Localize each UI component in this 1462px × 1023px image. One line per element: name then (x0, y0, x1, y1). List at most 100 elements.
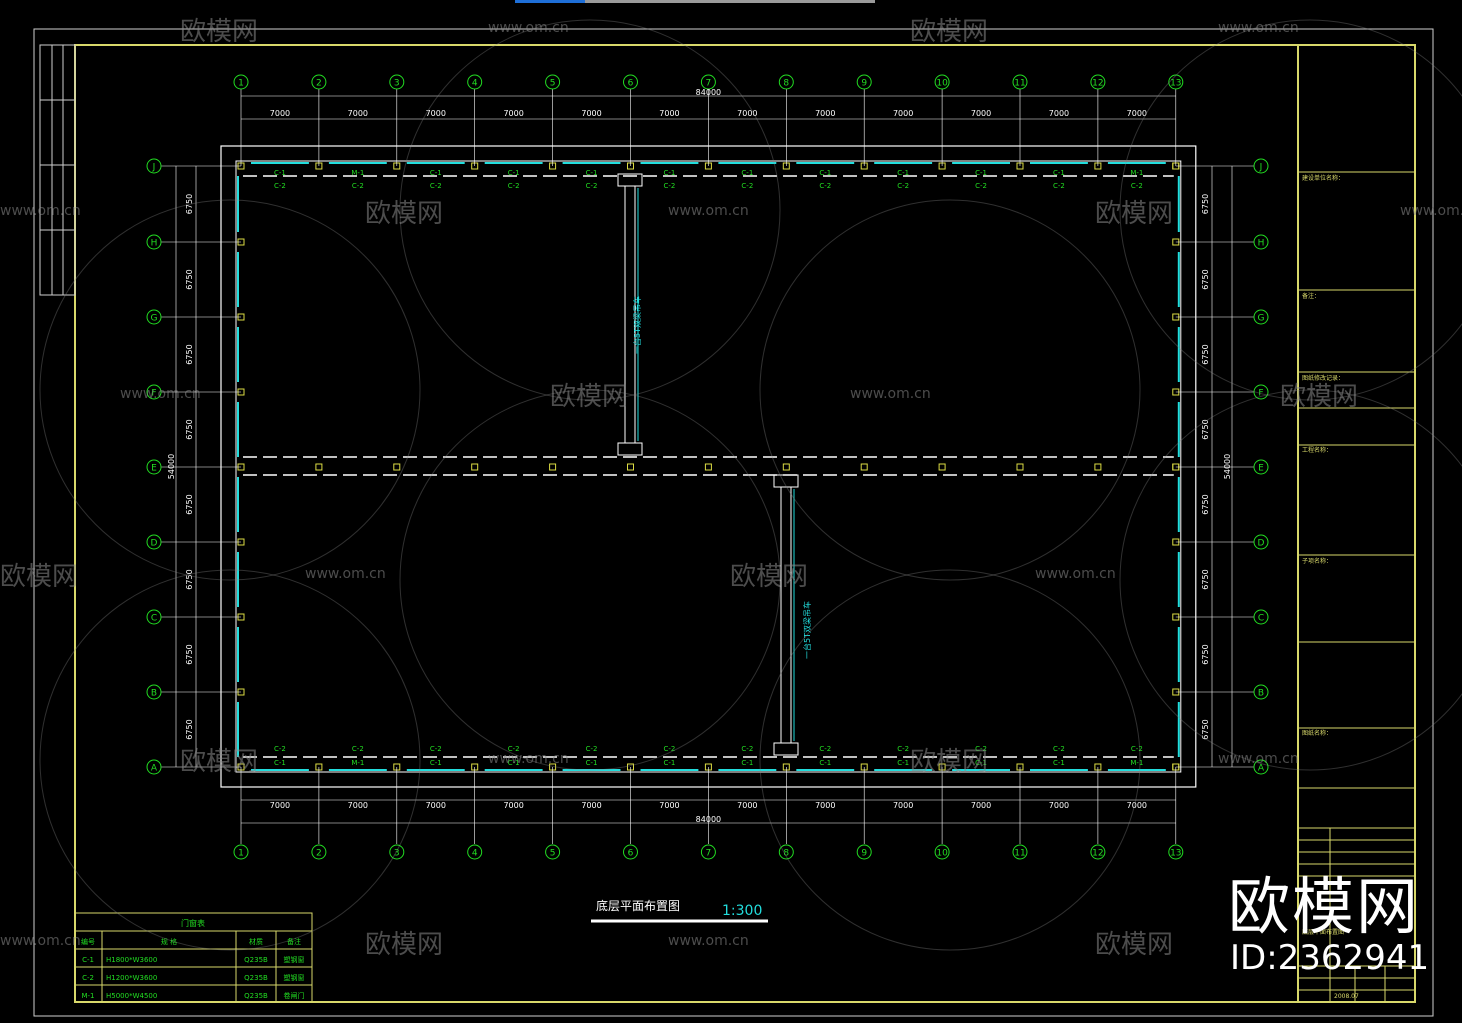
dim-bay: 7000 (270, 801, 290, 810)
axis-label: F (151, 389, 156, 399)
watermark-brand: 欧模网 (1095, 930, 1173, 960)
axis-bubble (1012, 844, 1028, 860)
axis-bubble (146, 234, 162, 250)
dim-row: 6750 (1201, 344, 1210, 364)
dim-bay: 7000 (737, 109, 757, 118)
axis-bubble (467, 844, 483, 860)
axis-label: 9 (861, 849, 867, 859)
window-tag: C-2 (819, 182, 831, 190)
column (1016, 463, 1024, 471)
column (549, 463, 557, 471)
axis-bubble (700, 844, 716, 860)
column (938, 463, 946, 471)
schedule-header: 规 格 (161, 937, 177, 946)
watermark-arc (759, 569, 1141, 951)
dim-row: 6750 (1201, 569, 1210, 589)
window-tag: C-2 (508, 745, 520, 753)
window-tag: C-2 (274, 182, 286, 190)
watermark-url: www.om.cn (668, 203, 749, 219)
dim-row: 6750 (185, 269, 194, 289)
dim-bay: 7000 (971, 801, 991, 810)
watermark-arc (39, 569, 421, 951)
window-tag: C-1 (508, 759, 520, 767)
axis-bubble (1253, 684, 1269, 700)
schedule-cell: C-2 (82, 974, 94, 982)
window-tag: C-1 (897, 759, 909, 767)
axis-bubble (1168, 74, 1184, 90)
axis-bubble (1090, 74, 1106, 90)
schedule-cell: H1200*W3600 (106, 974, 157, 982)
crane-label: 一台5T双梁吊车 (802, 601, 812, 659)
window-tag: C-1 (975, 169, 987, 177)
axis-bubble (1253, 234, 1269, 250)
window-tag: C-1 (1053, 759, 1065, 767)
watermark-brand-large: 欧模网 (1228, 870, 1421, 943)
schedule-title: 门窗表 (181, 918, 205, 928)
column (704, 463, 712, 471)
axis-label: 3 (394, 79, 400, 89)
axis-label: C (1258, 614, 1264, 624)
dim-bay: 7000 (737, 801, 757, 810)
dim-row: 6750 (185, 644, 194, 664)
window-tag: C-1 (1053, 169, 1065, 177)
dim-row: 6750 (185, 419, 194, 439)
axis-label: 6 (628, 849, 634, 859)
window-tag: C-2 (664, 182, 676, 190)
axis-bubble (778, 844, 794, 860)
dim-row: 6750 (1201, 494, 1210, 514)
window-tag: C-1 (664, 759, 676, 767)
window-tag: C-2 (430, 182, 442, 190)
crane-end (617, 442, 643, 456)
watermark-url: www.om.cn (1400, 203, 1462, 219)
window-tag: C-2 (741, 745, 753, 753)
axis-label: 8 (783, 849, 789, 859)
title-block-field: 图纸名称： (1302, 729, 1332, 737)
axis-label: 10 (936, 79, 948, 89)
inner-frame (74, 44, 1416, 1003)
dim-bay: 7000 (815, 109, 835, 118)
dim-row: 6750 (185, 494, 194, 514)
window-tag: C-2 (897, 182, 909, 190)
axis-label: 11 (1014, 79, 1025, 89)
column (627, 463, 634, 471)
axis-label: 10 (936, 849, 948, 859)
axis-bubble (623, 74, 638, 90)
schedule-table (74, 912, 313, 1003)
watermark-url: www.om.cn (0, 203, 81, 219)
watermark-arc (399, 389, 781, 771)
axis-bubble (233, 74, 249, 90)
dim-row: 6750 (185, 569, 194, 589)
axis-bubble (146, 534, 162, 550)
schedule-cell: 塑钢窗 (284, 973, 305, 982)
outer-frame (33, 28, 1434, 1017)
axis-label: H (151, 239, 158, 249)
column (1094, 463, 1102, 471)
axis-bubble (856, 74, 872, 90)
watermark-arc (1119, 19, 1462, 401)
window-tag: C-1 (819, 169, 831, 177)
column (315, 463, 323, 471)
axis-label: 1 (238, 849, 244, 859)
watermark-url: www.om.cn (305, 566, 386, 582)
dim-bay: 7000 (581, 801, 601, 810)
axis-label: A (1258, 764, 1265, 774)
watermark-arc (1119, 389, 1462, 771)
inner-wall (235, 160, 1182, 773)
watermark-url: www.om.cn (120, 386, 201, 402)
window-tag: C-1 (430, 759, 442, 767)
drawing-scale: 1:300 (722, 903, 762, 919)
axis-bubble (467, 74, 483, 90)
axis-bubble (1253, 459, 1269, 475)
window-tag: C-2 (1131, 745, 1143, 753)
axis-label: 11 (1014, 849, 1025, 859)
dim-bay: 7000 (1049, 109, 1069, 118)
crane-end (773, 742, 799, 756)
window-tag: C-1 (586, 759, 598, 767)
schedule-header: 编号 (81, 937, 95, 946)
axis-bubble (623, 844, 638, 860)
column (860, 463, 868, 471)
axis-label: 1 (238, 79, 244, 89)
axis-bubble (146, 384, 162, 400)
dim-total: 84000 (696, 815, 721, 824)
axis-bubble (1253, 158, 1269, 174)
